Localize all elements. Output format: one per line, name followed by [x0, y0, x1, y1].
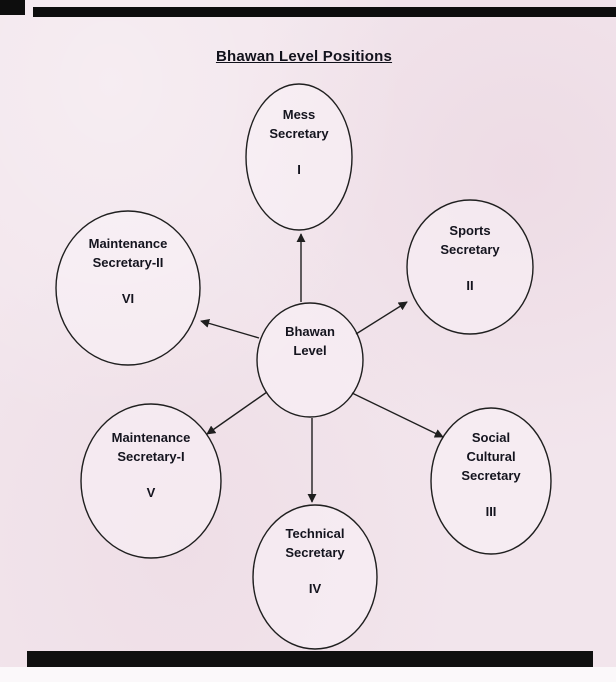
scan-artifact-corner [0, 0, 25, 15]
node-ellipse-maintenance-i [80, 403, 222, 559]
node-label-line: Secretary [269, 126, 329, 141]
node-label-technical: Technical Secretary IV [240, 524, 390, 598]
node-label-line: Maintenance [88, 236, 168, 251]
scan-page-edge [0, 667, 616, 682]
node-label-sports: Sports Secretary II [395, 221, 545, 295]
node-label-line: Secretary [461, 468, 521, 483]
node-ellipse-sports [406, 199, 534, 335]
node-numeral: II [466, 278, 474, 293]
node-label-line: Secretary [440, 242, 500, 257]
arrow-center-to-sports [355, 301, 408, 335]
node-ellipse-mess [245, 83, 353, 231]
node-label-line: Level [293, 343, 327, 358]
arrow-center-to-social [351, 392, 444, 438]
node-label-line: Technical [285, 526, 345, 541]
node-label-maintenance-ii: Maintenance Secretary-II VI [53, 234, 203, 308]
node-numeral: VI [121, 291, 135, 306]
node-label-maintenance-i: Maintenance Secretary-I V [76, 428, 226, 502]
node-ellipse-maintenance-ii [55, 210, 201, 366]
node-label-line: Social [471, 430, 511, 445]
node-label-line: Secretary-II [92, 255, 164, 270]
node-label-line: Maintenance [111, 430, 191, 445]
node-ellipse-technical [252, 504, 378, 650]
node-numeral: III [485, 504, 497, 519]
arrow-center-to-maintenance-i [206, 391, 268, 435]
arrow-center-to-maintenance-ii [200, 318, 260, 339]
node-label-line: Cultural [466, 449, 516, 464]
scan-artifact-top-strip [33, 7, 616, 17]
node-label-line: Sports [449, 223, 491, 238]
node-label-line: Mess [282, 107, 316, 122]
scan-artifact-bottom-strip [27, 651, 593, 667]
node-label-line: Secretary-I [117, 449, 185, 464]
node-ellipse-center [256, 302, 364, 418]
node-label-center: Bhawan Level [235, 322, 385, 360]
node-label-social: Social Cultural Secretary III [416, 428, 566, 521]
node-label-line: Secretary [285, 545, 345, 560]
diagram-title: Bhawan Level Positions [215, 48, 393, 65]
node-numeral: IV [308, 581, 322, 596]
node-numeral: I [297, 162, 301, 177]
node-label-line: Bhawan [285, 324, 335, 339]
node-label-mess: Mess Secretary I [224, 105, 374, 179]
node-ellipse-social [430, 407, 552, 555]
node-numeral: V [146, 485, 156, 500]
